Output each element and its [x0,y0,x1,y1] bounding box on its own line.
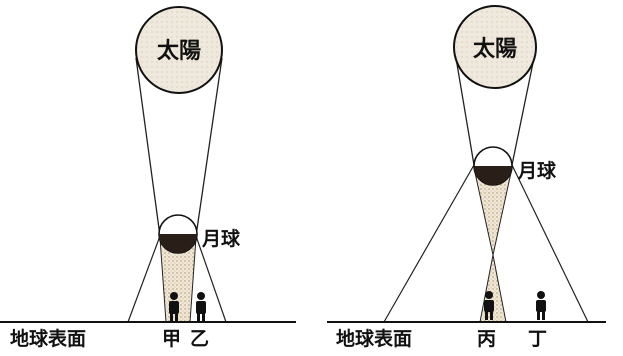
left-ground-label: 地球表面 [10,327,86,350]
left-sun-label: 太陽 [157,38,201,64]
observer-figure-ding [536,291,546,320]
observer-label-jia: 甲 [162,328,181,350]
right-ground-label: 地球表面 [336,327,412,350]
right-sun-moon-tangent-lines [455,57,535,166]
right-panel: 太陽 月球 地球表面 丙 丁 [327,5,606,350]
right-moon: 月球 [473,146,557,186]
left-panel: 太陽 月球 地球表面 甲 乙 [0,6,296,350]
left-moon: 月球 [158,214,241,254]
observer-figure-bing [484,291,494,320]
left-penumbra-lines [127,235,227,323]
left-moon-label: 月球 [201,227,241,250]
right-moon-label: 月球 [517,159,557,182]
right-sun: 太陽 [453,5,537,89]
left-sun-moon-tangent-lines [135,57,223,237]
left-sun: 太陽 [135,6,223,94]
observer-label-bing: 丙 [477,328,496,350]
observer-figure-jia [169,292,179,322]
observer-figure-yi [196,292,206,322]
observer-label-yi: 乙 [190,328,209,350]
right-sun-label: 太陽 [473,36,517,62]
observer-label-ding: 丁 [528,328,547,350]
right-penumbra-lines [383,164,589,323]
